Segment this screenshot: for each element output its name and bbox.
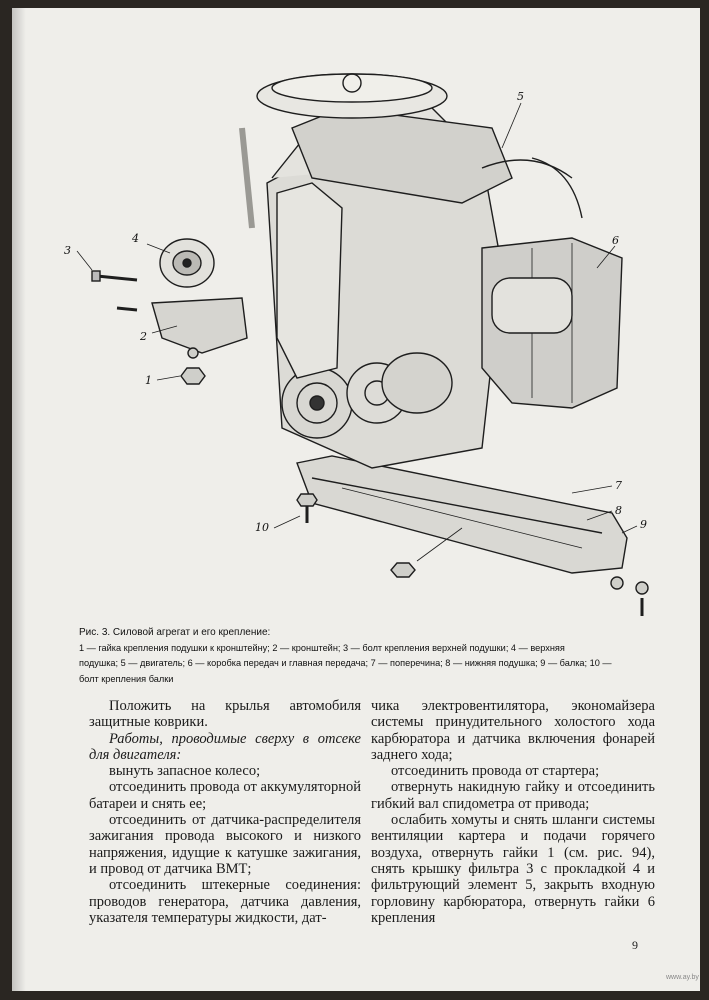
paragraph: отсоединить от датчика-распределителя за… — [89, 812, 361, 877]
callout-8: 8 — [615, 504, 622, 517]
caption-line-1: 1 — гайка крепления подушки к кронштейну… — [79, 642, 565, 653]
paragraph: отсоединить провода от стартера; — [391, 763, 600, 780]
callout-6: 6 — [612, 234, 619, 247]
callout-10: 10 — [255, 521, 269, 534]
paragraph: отсоединить провода от аккумуляторной ба… — [89, 779, 361, 812]
left-text-column: Положить на крылья автомобиля защитные к… — [89, 698, 361, 926]
paragraph: отвернуть накидную гайку и отсоединить г… — [371, 779, 655, 812]
section-heading: Работы, проводимые сверху в отсеке для д… — [89, 730, 361, 763]
page-gutter-shadow — [12, 8, 26, 991]
paragraph: отсоединить штекерные соединения: провод… — [89, 877, 361, 926]
callout-7: 7 — [615, 479, 622, 492]
paragraph: чика электровентилятора, экономайзера си… — [371, 698, 655, 763]
book-page: 5 6 4 3 2 1 7 8 9 10 Рис. 3. Силовой агр… — [12, 8, 700, 991]
caption-line-2: подушка; 5 — двигатель; 6 — коробка пере… — [79, 658, 612, 668]
right-text-column: чика электровентилятора, экономайзера си… — [371, 698, 655, 926]
callout-1: 1 — [145, 374, 152, 387]
callout-3: 3 — [64, 244, 71, 257]
callout-2: 2 — [139, 330, 147, 343]
caption-line-3: болт крепления балки — [79, 673, 174, 684]
paragraph: ослабить хомуты и снять шланги системы в… — [371, 812, 655, 926]
callout-4: 4 — [131, 232, 139, 245]
paragraph: вынуть запасное колесо; — [109, 763, 261, 780]
caption-title: Рис. 3. Силовой агрегат и его крепление: — [79, 627, 271, 638]
page-number: 9 — [632, 938, 638, 952]
watermark: www.ay.by — [666, 974, 699, 981]
figure-caption: Рис. 3. Силовой агрегат и его крепление:… — [79, 625, 644, 687]
callout-5: 5 — [517, 90, 524, 103]
engine-illustration: 5 6 4 3 2 1 7 8 9 10 — [12, 8, 700, 623]
callout-9: 9 — [640, 518, 647, 531]
paragraph: Положить на крылья автомобиля защитные к… — [89, 698, 361, 731]
